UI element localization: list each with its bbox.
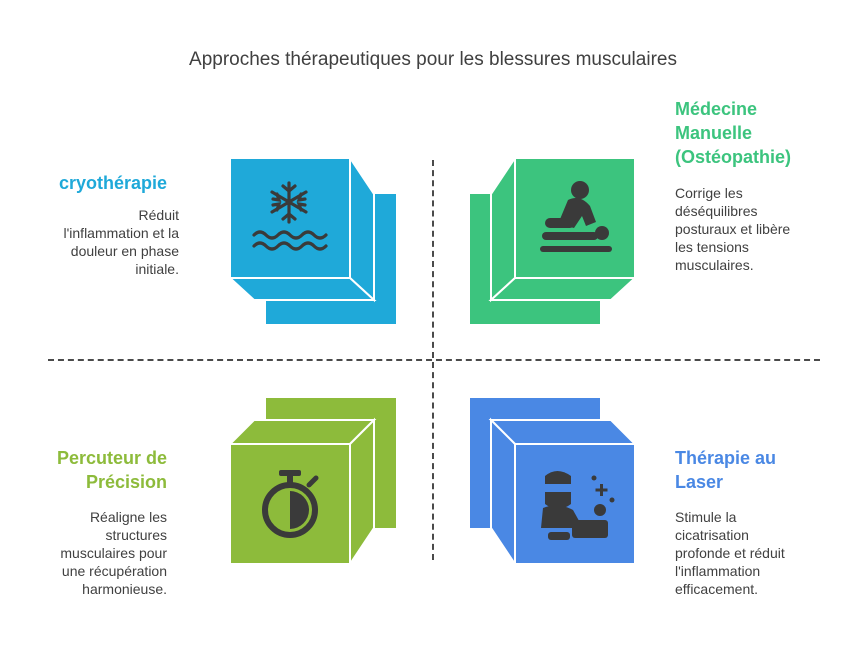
heading-cryotherapie: cryothérapie bbox=[58, 173, 167, 193]
cube-left-face bbox=[490, 417, 516, 568]
cube-bottom-face bbox=[488, 277, 638, 301]
cube-cryotherapie bbox=[227, 154, 396, 324]
snowflake-water-icon bbox=[252, 181, 328, 251]
desc-laser: Stimule la cicatrisation profonde et réd… bbox=[675, 509, 785, 597]
stopwatch-icon bbox=[262, 470, 319, 538]
cube-bottom-face bbox=[227, 277, 377, 301]
heading-laser: Thérapie au Laser bbox=[675, 448, 777, 492]
cube-front-face bbox=[514, 443, 636, 565]
desc-medecine-manuelle: Corrige les déséquilibres posturaux et l… bbox=[675, 185, 791, 273]
cube-right-face bbox=[349, 417, 375, 568]
heading-percuteur: Percuteur de Précision bbox=[56, 448, 167, 492]
diagram-title: Approches thérapeutiques pour les blessu… bbox=[189, 49, 677, 70]
cube-right-face bbox=[349, 154, 375, 303]
desc-cryotherapie: Réduit l'inflammation et la douleur en p… bbox=[63, 207, 180, 277]
desc-percuteur: Réaligne les structures musculaires pour… bbox=[60, 509, 167, 597]
cube-left-face bbox=[490, 154, 516, 303]
massage-icon bbox=[540, 181, 612, 252]
heading-medecine-manuelle: Médecine Manuelle (Ostéopathie) bbox=[675, 99, 792, 167]
cube-medecine-manuelle bbox=[470, 154, 638, 324]
cube-percuteur bbox=[227, 398, 396, 568]
cube-laser bbox=[470, 398, 638, 568]
laser-therapist-icon bbox=[541, 471, 615, 540]
horizontal-divider bbox=[48, 359, 820, 361]
